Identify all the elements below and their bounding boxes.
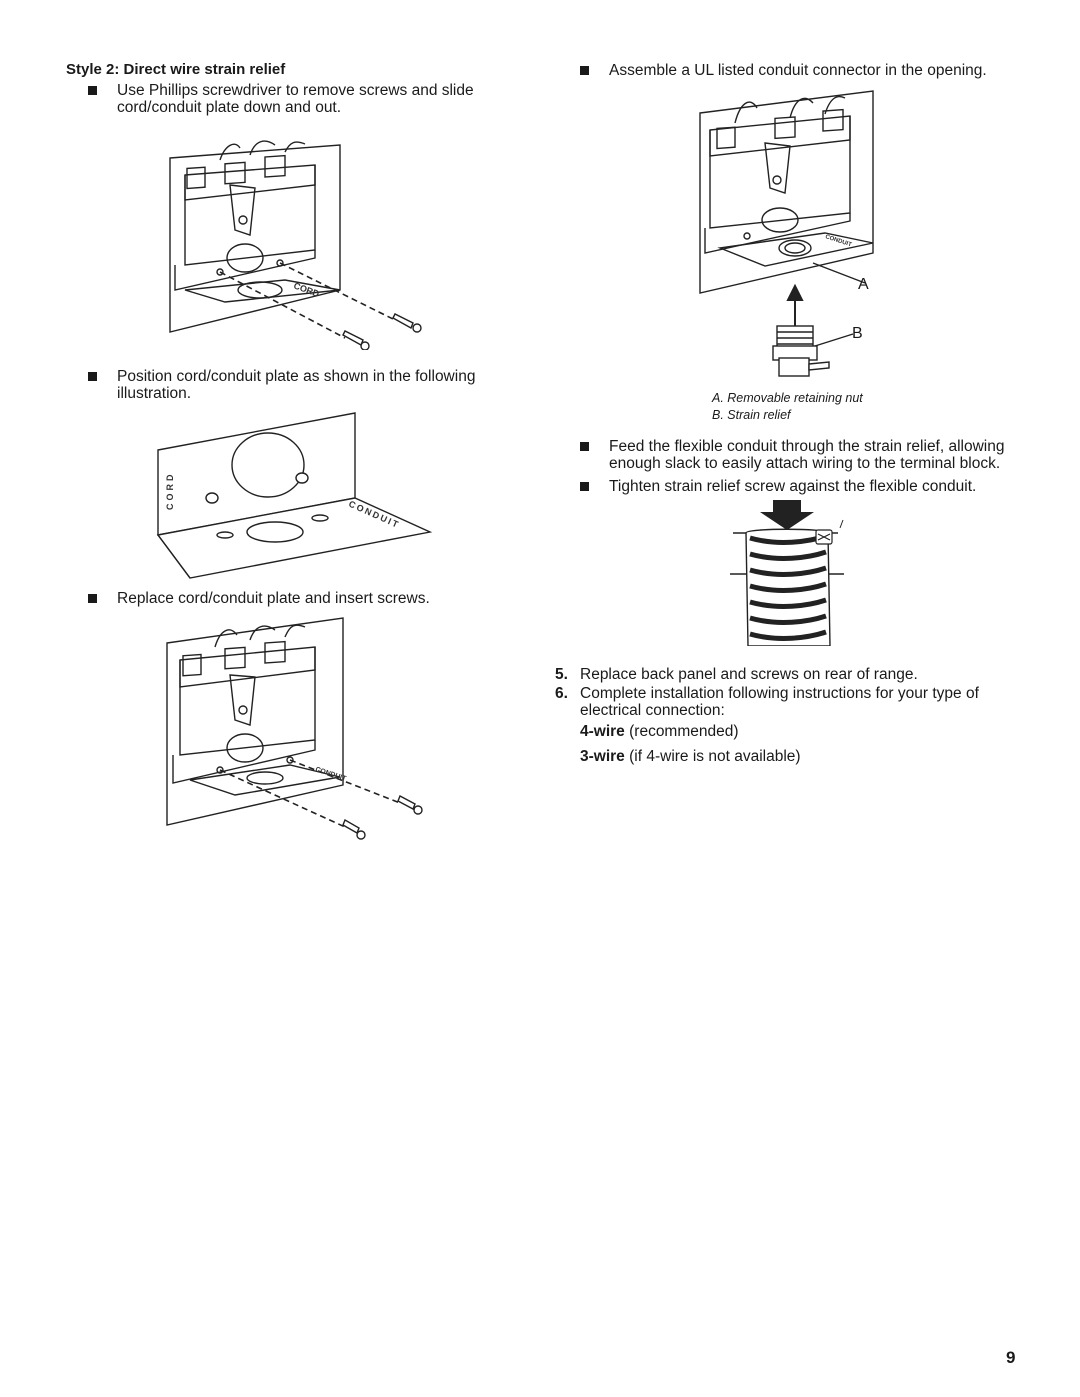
flexible-conduit-strain-relief-illustration <box>730 500 844 646</box>
conduit-connector-assembly-illustration: CONDUIT <box>699 90 874 377</box>
instruction-replace-plate: Replace cord/conduit plate and insert sc… <box>88 590 508 607</box>
plate-label-cord: CORD <box>165 472 175 511</box>
section-heading: Style 2: Direct wire strain relief <box>66 61 286 78</box>
option-rest: (if 4-wire is not available) <box>624 748 801 765</box>
bullet-square-icon <box>88 594 97 603</box>
instruction-text: Replace cord/conduit plate and insert sc… <box>117 590 430 607</box>
instruction-text: Position cord/conduit plate as shown in … <box>117 368 476 402</box>
terminal-block-remove-screws-illustration: CORD <box>169 140 422 350</box>
step-5: 5. Replace back panel and screws on rear… <box>555 666 1020 683</box>
bullet-square-icon <box>580 66 589 75</box>
step-number: 5. <box>555 666 568 683</box>
bullet-square-icon <box>88 372 97 381</box>
instruction-text: Tighten strain relief screw against the … <box>609 478 977 495</box>
caption-strain-relief: B. Strain relief <box>712 408 791 422</box>
instruction-text: Feed the flexible conduit through the st… <box>609 438 1005 472</box>
bullet-square-icon <box>580 442 589 451</box>
option-bold: 4-wire <box>580 723 625 740</box>
instruction-text: Use Phillips screwdriver to remove screw… <box>117 82 474 116</box>
callout-b: B <box>852 325 863 342</box>
cord-conduit-plate-illustration: CORD CONDUIT <box>156 412 433 579</box>
instruction-remove-plate: Use Phillips screwdriver to remove screw… <box>88 82 508 116</box>
callout-a: A <box>858 276 869 293</box>
instruction-tighten-screw: Tighten strain relief screw against the … <box>580 478 1020 495</box>
page-number: 9 <box>1006 1348 1016 1367</box>
option-3-wire: 3-wire (if 4-wire is not available) <box>580 748 801 766</box>
step-text: Complete installation following instruct… <box>580 685 979 719</box>
caption-retaining-nut: A. Removable retaining nut <box>712 391 863 405</box>
bullet-square-icon <box>88 86 97 95</box>
instruction-feed-conduit: Feed the flexible conduit through the st… <box>580 438 1020 472</box>
step-number: 6. <box>555 685 568 702</box>
step-6: 6. Complete installation following instr… <box>555 685 1020 719</box>
option-rest: (recommended) <box>624 723 739 740</box>
option-bold: 3-wire <box>580 748 625 765</box>
bullet-square-icon <box>580 482 589 491</box>
step-text: Replace back panel and screws on rear of… <box>580 666 918 683</box>
terminal-block-insert-screws-illustration: CONDUIT <box>166 617 423 840</box>
option-4-wire: 4-wire (recommended) <box>580 723 739 741</box>
instruction-assemble-connector: Assemble a UL listed conduit connector i… <box>580 62 1020 79</box>
instruction-text: Assemble a UL listed conduit connector i… <box>609 62 987 79</box>
instruction-position-plate: Position cord/conduit plate as shown in … <box>88 368 508 402</box>
